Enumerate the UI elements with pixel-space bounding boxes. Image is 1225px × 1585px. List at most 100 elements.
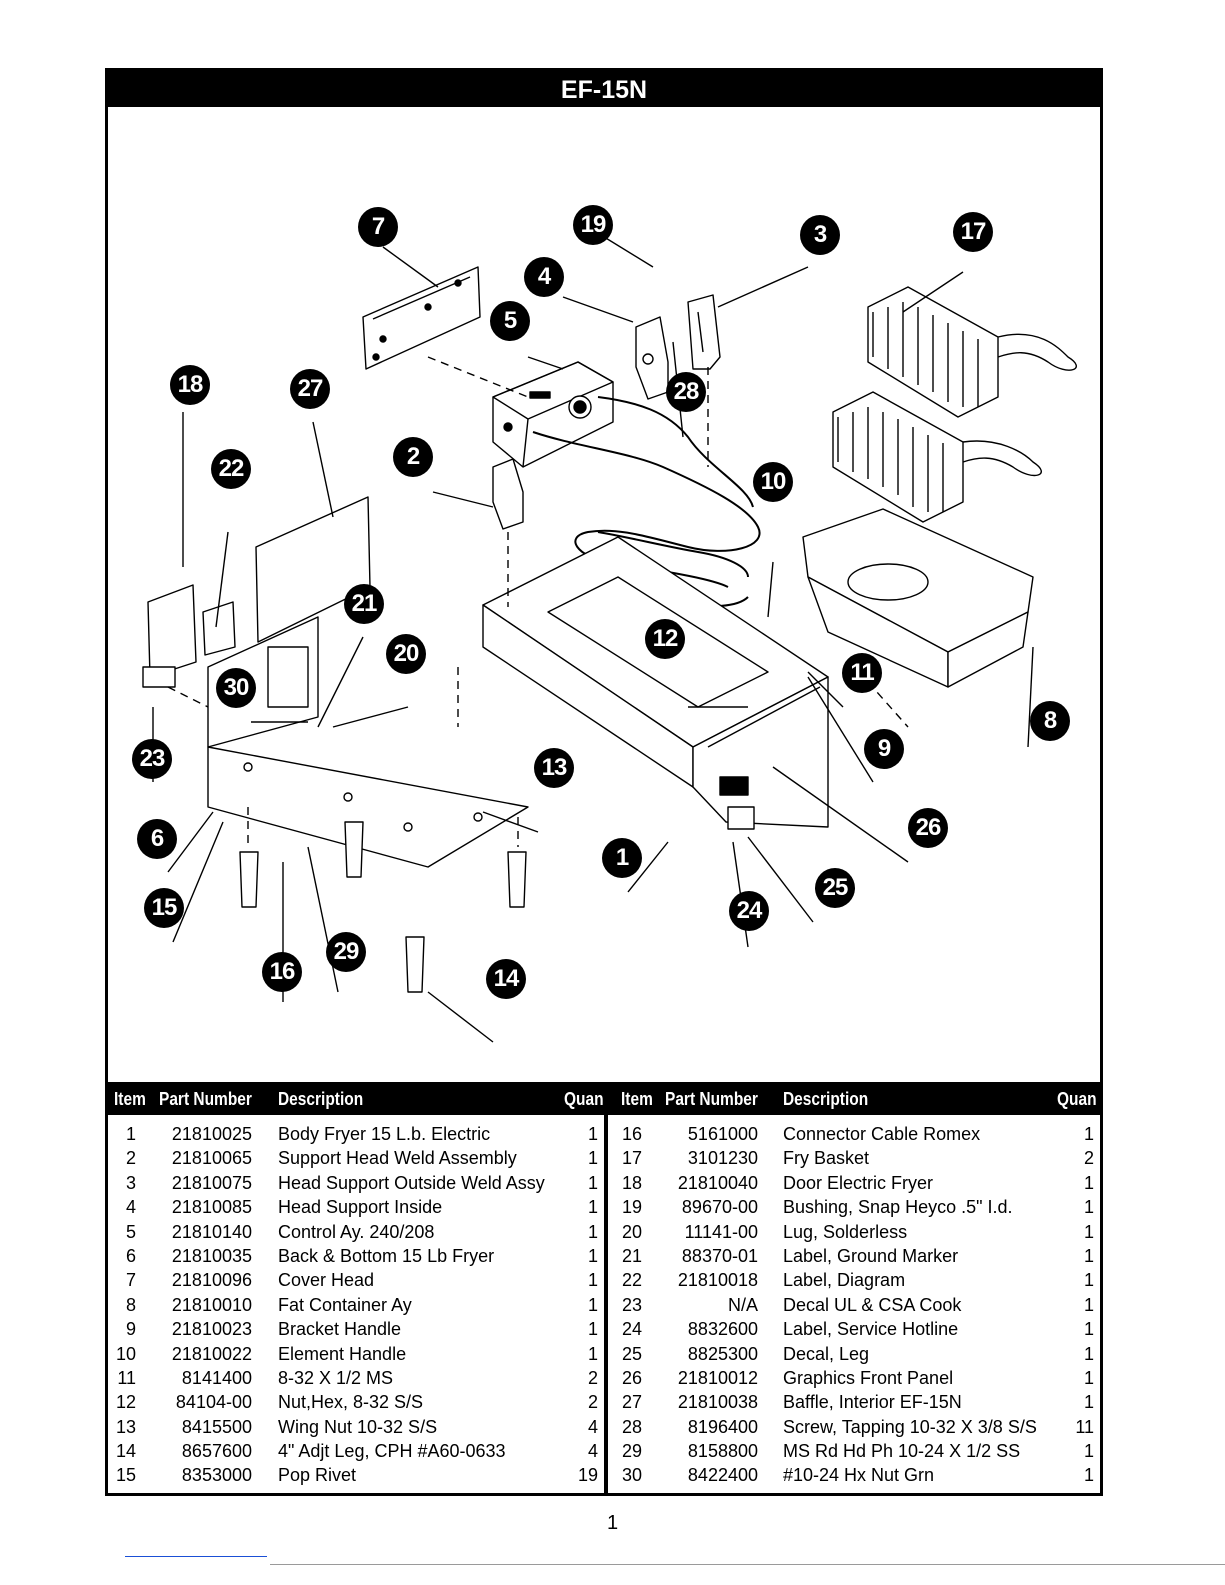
item-number: 25 xyxy=(621,1343,642,1364)
item-number: 18 xyxy=(621,1172,642,1193)
callout-item-7: 7 xyxy=(358,207,398,247)
item-number: 20 xyxy=(621,1221,642,1242)
quantity: 1 xyxy=(1083,1343,1094,1364)
header-part-number: Part Number xyxy=(159,1089,252,1109)
table-column-divider xyxy=(604,1115,608,1493)
part-number: 21810023 xyxy=(171,1319,252,1340)
part-description: MS Rd Hd Ph 10-24 X 1/2 SS xyxy=(783,1441,1021,1462)
callout-item-18: 18 xyxy=(170,365,210,405)
header-quantity: Quan xyxy=(1057,1089,1097,1109)
part-number: 3101230 xyxy=(687,1148,758,1169)
part-number: 21810010 xyxy=(171,1294,252,1315)
item-number: 14 xyxy=(115,1441,136,1462)
label-diagram-part xyxy=(202,601,236,656)
item-number: 8 xyxy=(125,1294,136,1315)
part-description: Graphics Front Panel xyxy=(783,1367,954,1388)
part-description: Fat Container Ay xyxy=(278,1294,412,1315)
part-description: Label, Service Hotline xyxy=(783,1319,959,1340)
callout-item-6: 6 xyxy=(137,819,177,859)
part-number: 8196400 xyxy=(687,1416,758,1437)
part-description: Lug, Solderless xyxy=(783,1221,908,1242)
item-number: 30 xyxy=(621,1465,642,1486)
part-number: 21810085 xyxy=(171,1197,252,1218)
part-description: Bracket Handle xyxy=(278,1319,402,1340)
item-number: 4 xyxy=(125,1197,136,1218)
part-description: Wing Nut 10-32 S/S xyxy=(278,1416,438,1437)
item-number: 15 xyxy=(115,1465,136,1486)
parts-table-header: Item Part Number Description Quan Item P… xyxy=(108,1082,1100,1115)
exploded-view-diagram: 7 19 3 17 4 5 18 27 28 2 22 10 21 20 12 … xyxy=(108,107,1100,1082)
callout-item-5: 5 xyxy=(490,301,530,341)
part-description: Decal UL & CSA Cook xyxy=(783,1294,962,1315)
item-number: 24 xyxy=(621,1319,642,1340)
item-number: 17 xyxy=(621,1148,642,1169)
item-number: 7 xyxy=(125,1270,136,1291)
part-number: 89670-00 xyxy=(681,1197,758,1218)
callout-item-17: 17 xyxy=(953,212,993,252)
callout-item-21: 21 xyxy=(344,584,384,624)
part-number: 21810022 xyxy=(171,1343,252,1364)
fat-container-part xyxy=(802,508,1034,688)
quantity: 1 xyxy=(1083,1392,1094,1413)
callout-item-14: 14 xyxy=(486,959,526,999)
callout-item-1: 1 xyxy=(602,838,642,878)
part-number: 21810012 xyxy=(677,1367,758,1388)
header-item: Item xyxy=(621,1089,653,1109)
item-number: 2 xyxy=(125,1148,136,1169)
quantity: 1 xyxy=(1083,1367,1094,1388)
callout-item-27: 27 xyxy=(290,369,330,409)
quantity: 1 xyxy=(1083,1172,1094,1193)
part-number: 8422400 xyxy=(687,1465,758,1486)
part-number: 21810040 xyxy=(677,1172,758,1193)
item-number: 3 xyxy=(125,1172,136,1193)
fryer-exploded-drawing xyxy=(142,231,1077,1043)
part-number: 21810096 xyxy=(171,1270,252,1291)
quantity: 1 xyxy=(587,1172,598,1193)
callout-item-10: 10 xyxy=(753,462,793,502)
part-number: 8141400 xyxy=(181,1367,252,1388)
callout-item-16: 16 xyxy=(262,952,302,992)
part-description: Head Support Outside Weld Assy xyxy=(278,1172,545,1193)
parts-list-table: Item Part Number Description Quan Item P… xyxy=(108,1082,1100,1493)
part-number: 8158800 xyxy=(687,1441,758,1462)
item-number: 5 xyxy=(125,1221,136,1242)
callout-item-2: 2 xyxy=(393,437,433,477)
callout-item-12: 12 xyxy=(645,619,685,659)
header-item: Item xyxy=(114,1089,146,1109)
quantity: 11 xyxy=(1075,1416,1094,1437)
callout-item-29: 29 xyxy=(326,932,366,972)
item-number: 16 xyxy=(621,1124,642,1144)
footer-link-underline[interactable] xyxy=(125,1556,267,1557)
part-description: Head Support Inside xyxy=(278,1197,443,1218)
quantity: 1 xyxy=(1083,1270,1094,1291)
part-number: 21810025 xyxy=(171,1124,252,1144)
callout-item-20: 20 xyxy=(386,634,426,674)
quantity: 2 xyxy=(1083,1148,1094,1169)
item-number: 13 xyxy=(115,1416,136,1437)
page-number: 1 xyxy=(606,1512,619,1534)
footer-rule xyxy=(270,1564,1225,1565)
callout-item-3: 3 xyxy=(800,215,840,255)
part-description: Pop Rivet xyxy=(278,1465,357,1486)
part-number: 11141-00 xyxy=(684,1221,758,1242)
item-number: 27 xyxy=(621,1392,642,1413)
callout-item-11: 11 xyxy=(842,653,882,693)
callout-item-22: 22 xyxy=(211,449,251,489)
quantity: 2 xyxy=(587,1367,598,1388)
item-number: 6 xyxy=(125,1245,136,1266)
